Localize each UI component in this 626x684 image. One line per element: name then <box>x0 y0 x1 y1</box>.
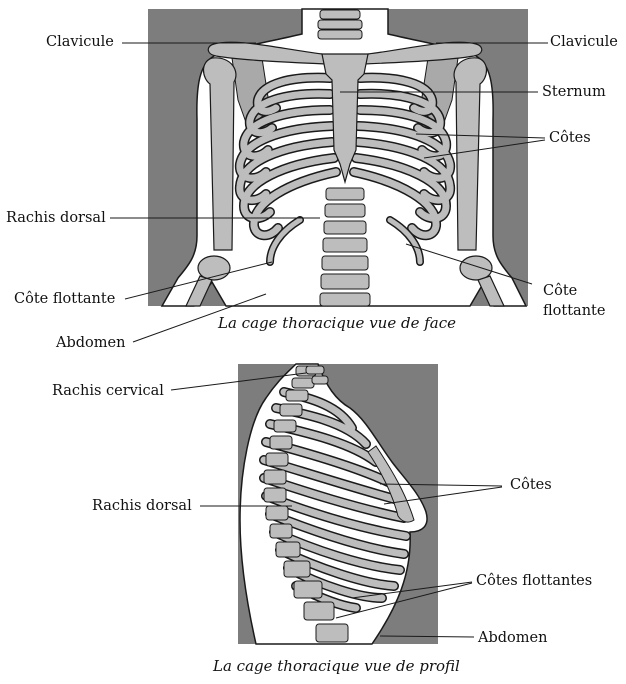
label-cotes-flottantes: Côtes flottantes <box>476 573 593 589</box>
label-rachis-dorsal-front: Rachis dorsal <box>6 210 106 226</box>
label-clavicule-left: Clavicule <box>46 34 114 50</box>
leader-cotes-1 <box>415 133 546 139</box>
label-cotes-front: Côtes <box>549 130 591 146</box>
leader-rachis-cervical <box>170 372 307 391</box>
leader-cotes-side-2 <box>383 486 503 505</box>
label-clavicule-right: Clavicule <box>550 34 618 50</box>
caption-side-view: La cage thoracique vue de profil <box>213 657 460 675</box>
leader-abdomen-side <box>379 635 475 638</box>
front-spine <box>319 187 371 307</box>
leader-cotes-side-1 <box>379 483 503 487</box>
front-view-illustration <box>148 8 528 307</box>
leader-abdomen-front <box>132 293 267 343</box>
front-clavicles <box>207 41 483 65</box>
leader-lines <box>110 42 548 638</box>
label-cotes-side: Côtes <box>510 477 552 493</box>
side-cervical-spine <box>305 365 329 385</box>
label-rachis-dorsal-side: Rachis dorsal <box>92 498 192 514</box>
front-humerus-bones <box>185 57 505 307</box>
leader-cotes-flottantes-1 <box>335 582 473 619</box>
front-sternum <box>321 53 369 185</box>
label-abdomen-front: Abdomen <box>56 335 126 351</box>
label-cote-flottante-left: Côte flottante <box>14 291 116 307</box>
side-spine <box>263 365 349 643</box>
label-cote-flottante-right-line2: flottante <box>543 303 606 319</box>
front-ribs <box>234 72 456 266</box>
label-cote-flottante-right-line1: Côte <box>543 283 578 299</box>
side-view-illustration <box>238 363 438 645</box>
front-cervical-vertebrae <box>317 9 363 40</box>
leader-cotes-2 <box>423 139 546 159</box>
leader-cotes-flottantes-2 <box>351 581 473 599</box>
label-abdomen-side: Abdomen <box>478 630 548 646</box>
leader-cote-flottante-left <box>124 261 273 300</box>
label-sternum: Sternum <box>542 84 606 100</box>
caption-front-view: La cage thoracique vue de face <box>218 314 457 332</box>
label-rachis-cervical: Rachis cervical <box>52 383 164 399</box>
leader-cote-flottante-right <box>405 243 533 285</box>
